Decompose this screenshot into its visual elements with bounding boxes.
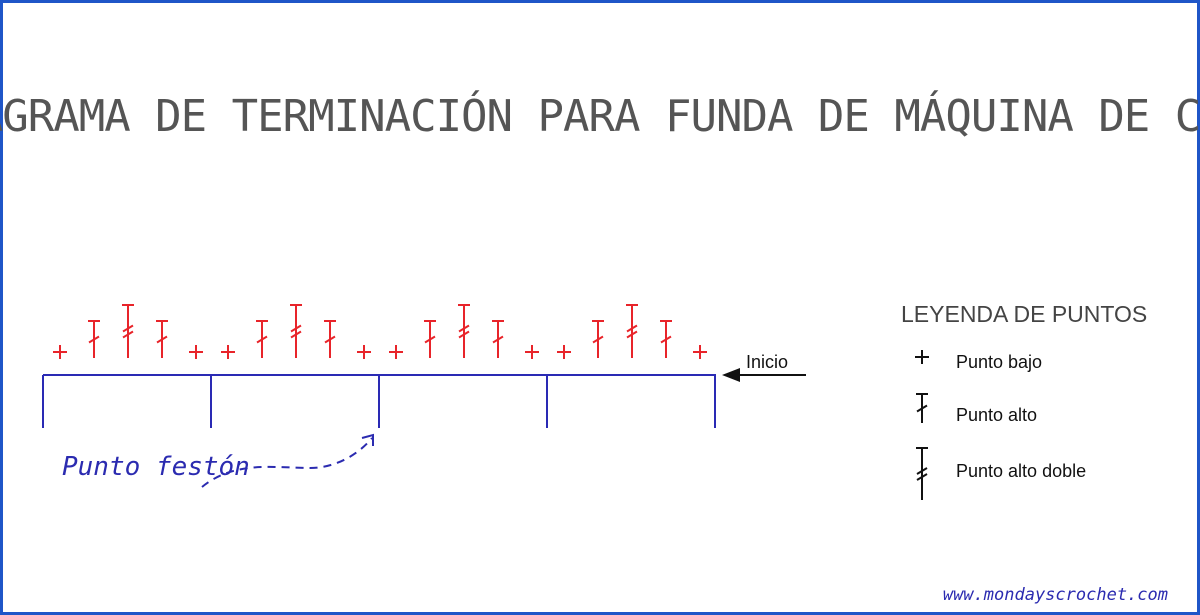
start-arrow-icon: [722, 368, 740, 382]
note-arrow-head-icon: [361, 433, 374, 446]
treble-stitch: [660, 320, 672, 358]
legend-title: LEYENDA DE PUNTOS: [901, 301, 1147, 327]
base-chain: [42, 374, 716, 428]
plus-stitch: [389, 345, 403, 359]
double-treble-stitch: [626, 304, 638, 358]
double-treble-stitch: [290, 304, 302, 358]
treble-stitch: [492, 320, 504, 358]
double-treble-stitch: [458, 304, 470, 358]
stitch-yarnover: [324, 335, 336, 344]
legend-item: Punto alto doble: [916, 447, 1086, 500]
treble-stitch: [424, 320, 436, 358]
treble-stitch: [324, 320, 336, 358]
note-dashed-arrow: [201, 437, 373, 488]
stitch-yarnover: [916, 473, 928, 481]
stitch-yarnover: [916, 467, 928, 475]
treble-stitch: [256, 320, 268, 358]
stitch-yarnover: [660, 335, 672, 344]
plus-stitch: [557, 345, 571, 359]
start-label: Inicio: [746, 352, 788, 372]
stitch-yarnover: [122, 330, 134, 339]
plus-stitch-icon: [915, 350, 929, 364]
plus-stitch: [357, 345, 371, 359]
stitch-note: Punto festón: [62, 433, 374, 488]
diagram-title: DIAGRAMA DE TERMINACIÓN PARA FUNDA DE MÁ…: [0, 89, 1200, 142]
stitch-yarnover: [626, 330, 638, 339]
treble-stitch: [156, 320, 168, 358]
plus-stitch: [525, 345, 539, 359]
stitch-yarnover: [916, 404, 928, 413]
plus-stitch: [221, 345, 235, 359]
double-treble-stitch-icon: [916, 447, 928, 500]
stitch-yarnover: [458, 330, 470, 339]
double-treble-stitch: [122, 304, 134, 358]
stitch-yarnover: [290, 324, 302, 333]
treble-stitch: [592, 320, 604, 358]
stitch-yarnover: [256, 335, 268, 344]
stitch-row: [53, 304, 707, 359]
stitch-yarnover: [492, 335, 504, 344]
stitch-yarnover: [592, 335, 604, 344]
stitch-yarnover: [290, 330, 302, 339]
plus-stitch: [53, 345, 67, 359]
footer-url: www.mondayscrochet.com: [943, 585, 1168, 605]
stitch-yarnover: [424, 335, 436, 344]
start-marker: Inicio: [722, 352, 806, 382]
legend-item-label: Punto alto doble: [956, 461, 1086, 481]
plus-stitch: [189, 345, 203, 359]
stitch-yarnover: [122, 324, 134, 333]
stitch-yarnover: [156, 335, 168, 344]
legend-item: Punto bajo: [915, 350, 1042, 372]
plus-stitch: [693, 345, 707, 359]
legend-item: Punto alto: [916, 393, 1037, 425]
legend-item-label: Punto alto: [956, 405, 1037, 425]
stitch-yarnover: [626, 324, 638, 333]
treble-stitch: [88, 320, 100, 358]
legend-item-label: Punto bajo: [956, 352, 1042, 372]
stitch-yarnover: [88, 335, 100, 344]
treble-stitch-icon: [916, 393, 928, 423]
stitch-yarnover: [458, 324, 470, 333]
stitch-note-label: Punto festón: [62, 452, 250, 482]
